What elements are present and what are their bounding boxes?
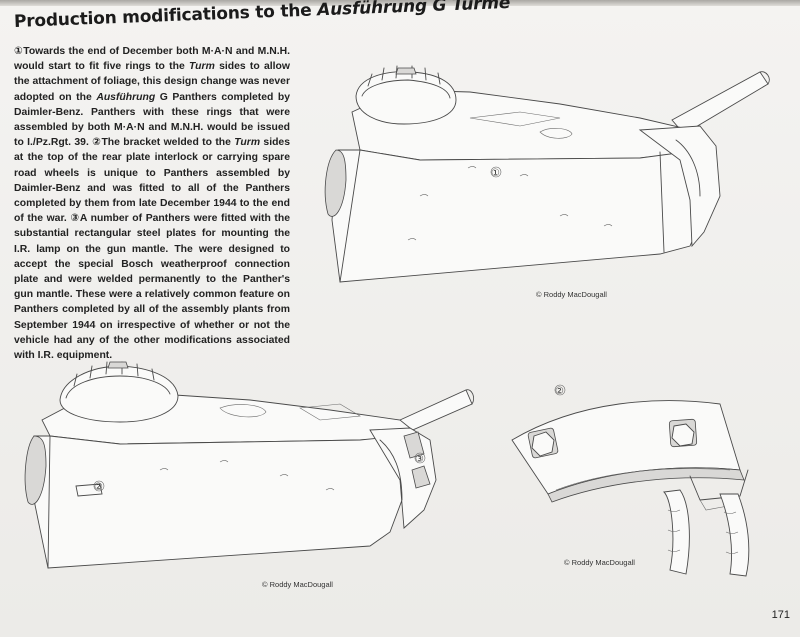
text-run-italic: Turm xyxy=(234,137,261,149)
body-paragraph: ①Towards the end of December both M·A·N … xyxy=(14,44,290,363)
callout-one-top: ① xyxy=(491,168,500,179)
credit-top-right: © Roddy MacDougall xyxy=(536,290,607,299)
text-run: G Panthers completed by Daimler-Benz. Pa… xyxy=(14,91,290,149)
bracket-detail-drawing: ② xyxy=(511,384,750,577)
callout-two-detail: ② xyxy=(555,386,564,397)
text-run-italic: Turm xyxy=(189,61,215,73)
turret-drawing-bottom: ② ③ xyxy=(24,361,475,569)
page-top-edge xyxy=(0,0,800,6)
credit-bottom-left: © Roddy MacDougall xyxy=(262,580,333,589)
credit-bottom-right: © Roddy MacDougall xyxy=(564,558,635,567)
turret-drawing-top: ① xyxy=(324,65,770,283)
text-run: sides at the top of the rear plate inter… xyxy=(14,137,290,362)
text-run-italic: Ausführung xyxy=(96,91,156,103)
callout-two-left: ② xyxy=(94,482,103,493)
page-number: 171 xyxy=(771,609,790,621)
text-run: ①Towards the end of December both M·A·N … xyxy=(14,46,290,73)
callout-three: ③ xyxy=(415,454,424,465)
text-run: sides to allow the attachment of foliage… xyxy=(14,61,290,103)
